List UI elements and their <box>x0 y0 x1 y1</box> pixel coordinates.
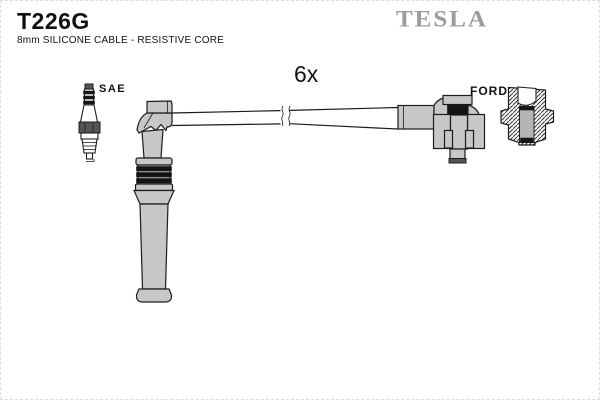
ford-terminal-icon <box>500 86 555 146</box>
coil-boot <box>397 94 486 164</box>
ford-label: FORD <box>470 84 508 98</box>
sae-label: SAE <box>99 83 127 95</box>
product-description: 8mm SILICONE CABLE - RESISTIVE CORE <box>17 35 225 46</box>
break-mark <box>281 105 284 127</box>
spark-plug-icon <box>78 83 101 162</box>
cable <box>171 105 399 130</box>
spark-plug-boot <box>133 100 175 303</box>
quantity-label: 6x <box>294 61 319 87</box>
part-number: T226G <box>17 8 90 34</box>
tesla-logo: TESLA <box>396 7 488 32</box>
break-mark <box>288 105 291 127</box>
